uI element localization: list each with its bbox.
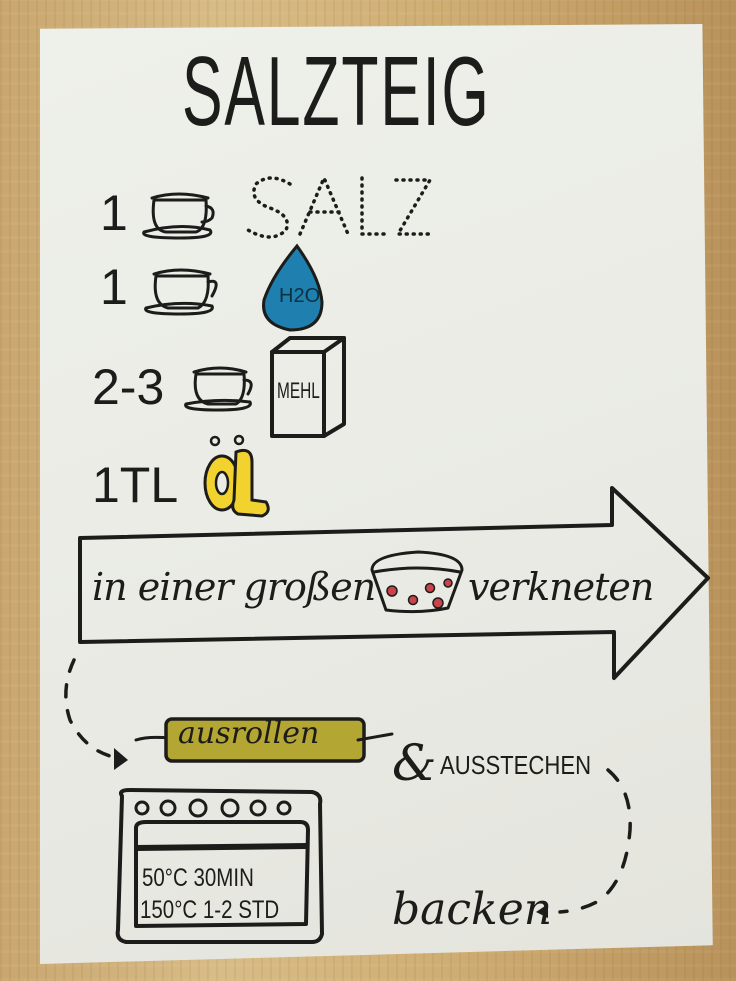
recipe-title: SALZTEIG (182, 36, 491, 146)
ampersand: & (392, 734, 437, 792)
cup-icon (184, 366, 253, 412)
oil-lettering (203, 434, 270, 518)
water-label: H2O (279, 285, 321, 307)
dashed-connector-to-rolling (64, 658, 128, 770)
oven-setting-2: 150°C 1-2 STD (140, 896, 280, 924)
oven-setting-1: 50°C 30MIN (142, 864, 254, 892)
bowl-icon (370, 550, 464, 614)
ingredient-quantity-oil: 1TL (92, 457, 179, 513)
cut-out-label: AUSSTECHEN (440, 750, 592, 780)
rolling-pin-icon (134, 717, 394, 763)
paper-sheet (40, 24, 713, 964)
cup-icon (144, 268, 218, 316)
water-drop-icon (262, 243, 324, 332)
knead-text-after: verkneten (468, 565, 654, 609)
ingredient-quantity-water: 1 (100, 259, 128, 315)
bake-label: backen (392, 884, 553, 935)
arrow-outline (78, 486, 710, 680)
cup-icon (142, 192, 215, 240)
dotted-salz-lettering (246, 173, 434, 239)
flour-label: MEHL (277, 378, 320, 403)
flour-bag-icon (270, 336, 346, 438)
oven-icon (115, 788, 324, 944)
ingredient-quantity-salt: 1 (100, 185, 128, 241)
dashed-connector-to-backen (536, 768, 632, 918)
ingredient-quantity-flour: 2-3 (92, 359, 165, 415)
roll-label: ausrollen (178, 716, 320, 751)
knead-text-before: in einer großen (92, 565, 376, 609)
